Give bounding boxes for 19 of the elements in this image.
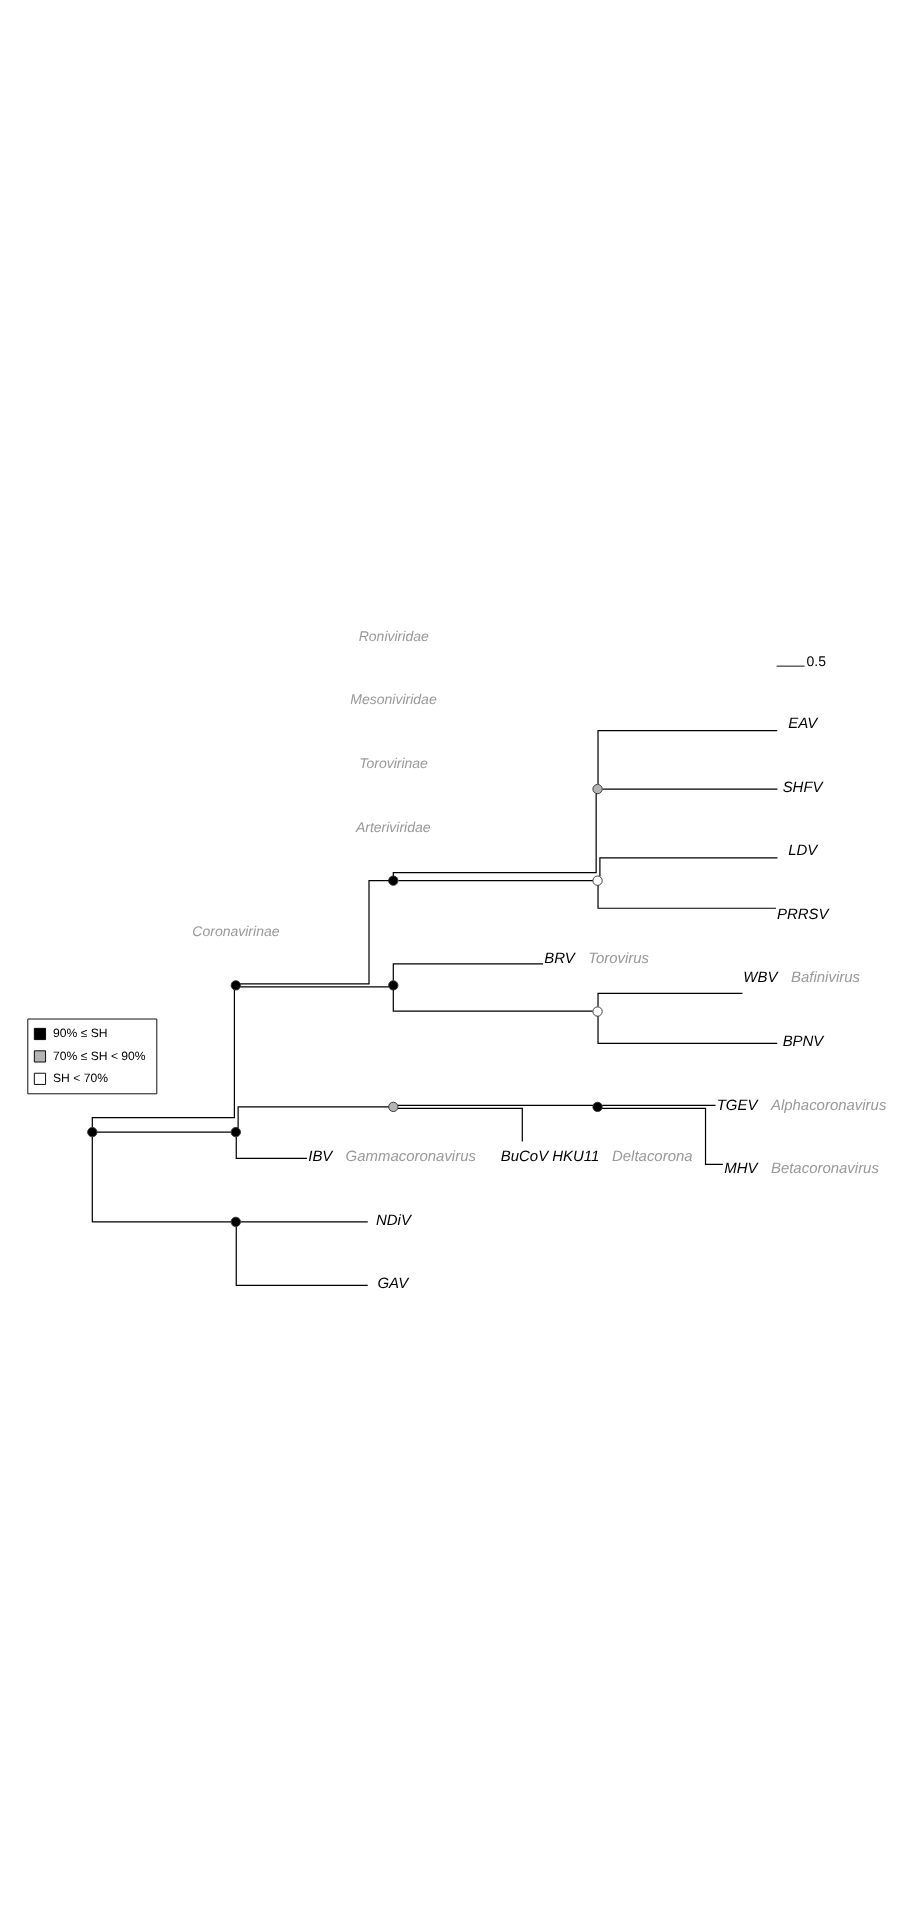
node-text: BuCoV HKU11 bbox=[500, 1145, 600, 1164]
node-label: Bafinivirus bbox=[791, 967, 860, 986]
node-text: PRRSV bbox=[777, 903, 829, 922]
node-text: SHFV bbox=[782, 776, 823, 795]
node-text: MHV bbox=[724, 1158, 758, 1177]
node-label: Alphacoronavirus bbox=[770, 1094, 887, 1113]
node-label: Gammacoronavirus bbox=[345, 1145, 476, 1164]
node-label: Torovirus bbox=[588, 947, 650, 966]
node-text: IBV bbox=[308, 1145, 333, 1164]
node-label: Deltacorona bbox=[612, 1145, 693, 1164]
node-text: GAV bbox=[377, 1273, 409, 1292]
node-text: TGEV bbox=[716, 1094, 758, 1113]
node-text: BPNV bbox=[782, 1030, 824, 1049]
node-text: WBV bbox=[743, 967, 778, 986]
node-text: BRV bbox=[544, 947, 575, 966]
node-text: EAV bbox=[788, 713, 818, 732]
node-text: LDV bbox=[788, 840, 818, 859]
node-label: Betacoronavirus bbox=[770, 1158, 879, 1177]
node-text: NDiV bbox=[376, 1209, 411, 1228]
